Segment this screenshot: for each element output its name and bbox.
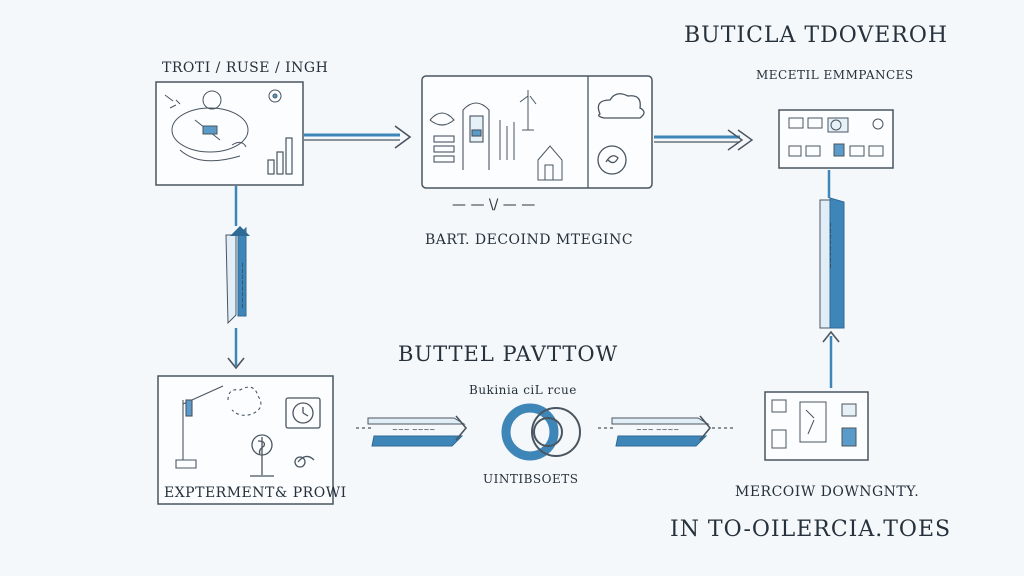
gear-icon bbox=[268, 89, 282, 103]
center-top-label: Bukinia ciL rcue bbox=[469, 383, 577, 397]
arrow-right-vertical-band bbox=[819, 170, 845, 388]
bar-chart-icon bbox=[267, 137, 293, 175]
center-heading: BUTTEL PAVTTOW bbox=[398, 342, 619, 366]
lower-left-arrow-text: ~~~ ~~~~ bbox=[392, 426, 435, 434]
node-top-right-box bbox=[778, 109, 894, 169]
footer-title: IN TO-OILERCIA.TOES bbox=[670, 517, 952, 542]
node-top-center-box bbox=[421, 75, 653, 189]
node-top-center-label: BART. DECOIND MTEGINC bbox=[425, 232, 634, 248]
lab-stand-icon bbox=[175, 385, 262, 469]
dashboard-grid-icon bbox=[788, 117, 884, 157]
center-rings-icon bbox=[501, 403, 581, 461]
center-bottom-label: UINTIBSOETS bbox=[483, 472, 579, 486]
node-bottom-right-label: MERCOIW DOWNGNTY. bbox=[735, 484, 920, 500]
left-band-text: ~~~~~~~~ bbox=[238, 262, 246, 309]
brain-sketch-icon bbox=[164, 90, 249, 162]
node-bottom-right-box bbox=[764, 391, 869, 461]
lower-right-arrow-text: ~~~ ~~~~ bbox=[636, 426, 679, 434]
door-sketch-icon bbox=[429, 102, 490, 170]
arrow-center-to-bottomright bbox=[598, 415, 736, 447]
dollar-pin-icon bbox=[250, 434, 315, 477]
header-subtitle: MECETIL EMMPANCES bbox=[756, 68, 914, 82]
node-top-left-label: TROTI / RUSE / INGH bbox=[162, 60, 329, 76]
clock-icon bbox=[285, 397, 321, 429]
node-bottom-left-box bbox=[157, 375, 334, 505]
dollar-coin-icon bbox=[597, 145, 627, 175]
arrow-topleft-to-topcenter bbox=[304, 125, 412, 149]
arrow-bottomleft-to-center bbox=[356, 415, 468, 447]
arrow-left-vertical-band bbox=[225, 186, 250, 370]
panel-sketch-icon bbox=[771, 399, 857, 449]
right-band-text: ~~~~~~~~ bbox=[826, 222, 834, 269]
cloud-icon bbox=[597, 93, 645, 119]
node-top-center-connector: — — \/ — — bbox=[452, 197, 535, 213]
tower-sketch-icon bbox=[499, 90, 563, 181]
arrow-topcenter-to-topright bbox=[654, 129, 754, 151]
header-title: BUTICLA TDOVEROH bbox=[684, 23, 949, 48]
node-top-left-box bbox=[155, 81, 304, 186]
node-bottom-left-label: EXPTERMENT& PROWI bbox=[164, 485, 347, 501]
